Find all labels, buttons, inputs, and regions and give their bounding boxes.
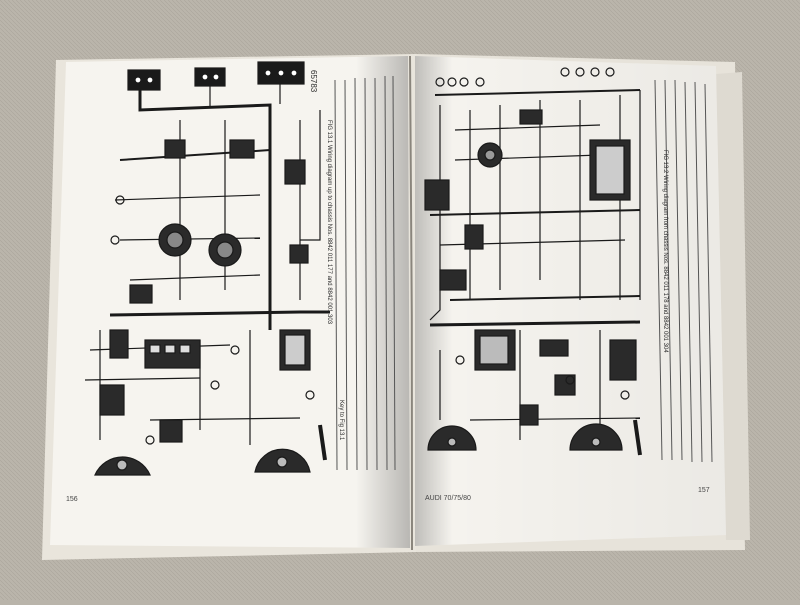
left-figure-number: 65783 [309, 70, 318, 93]
left-page-number: 156 [66, 496, 78, 503]
page-edges [716, 72, 750, 540]
right-caption: FIG 13.2 Wiring diagram from chassis Nos… [662, 150, 668, 353]
right-page-footer: AUDI 70/75/80 [425, 495, 471, 502]
right-page-number: 157 [698, 487, 710, 494]
left-caption: FIG 13.1 Wiring diagram up to chassis No… [326, 120, 332, 325]
right-wiring-diagram [424, 67, 642, 456]
left-key-line: Key to Fig 13.1 [338, 400, 344, 441]
left-wiring-diagram [84, 61, 330, 476]
book-gutter [409, 55, 413, 551]
left-key-text-block [334, 75, 396, 471]
right-key-text-block [654, 79, 713, 463]
